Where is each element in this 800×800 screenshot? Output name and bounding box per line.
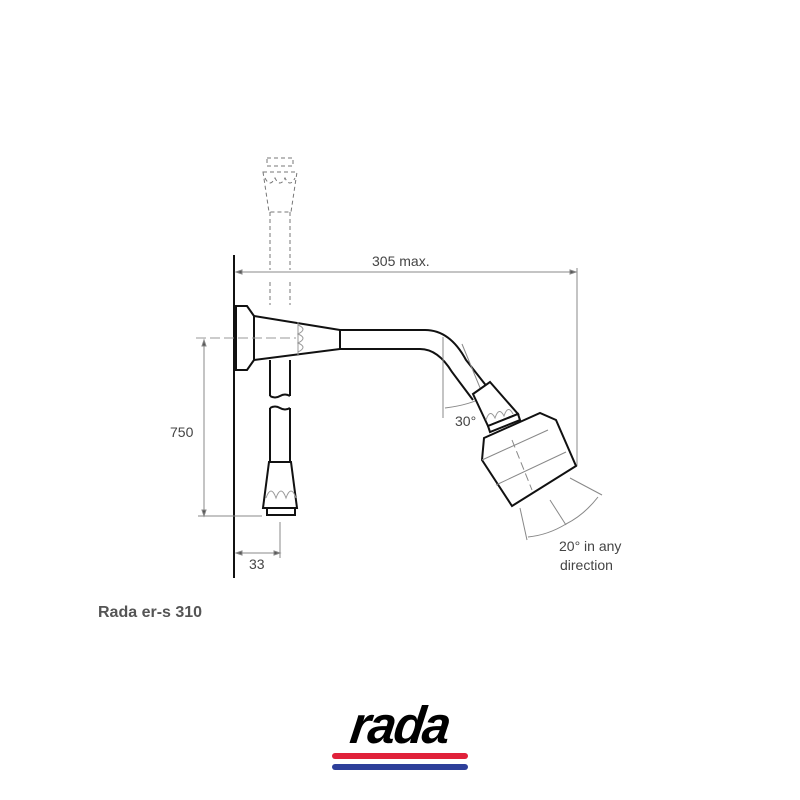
shower-arm xyxy=(340,329,489,401)
hose xyxy=(269,360,291,462)
offset-label: 33 xyxy=(249,556,265,572)
height-label: 750 xyxy=(170,424,194,440)
offset-dimension xyxy=(234,522,282,558)
logo-blue-stripe xyxy=(332,764,468,770)
dashed-hose-outline xyxy=(262,157,298,305)
logo-red-stripe xyxy=(332,753,468,759)
rada-logo: rada xyxy=(330,696,470,775)
tilt-angle-label: 30° xyxy=(455,413,476,429)
hose-connector xyxy=(261,461,299,516)
width-label: 305 max. xyxy=(372,253,430,269)
swivel-label-line1: 20° in any xyxy=(559,538,621,554)
swivel-label-line2: direction xyxy=(560,557,613,573)
shower-head-neck xyxy=(471,380,522,434)
height-dimension xyxy=(198,338,262,518)
width-dimension xyxy=(234,268,578,466)
logo-wordmark: rada xyxy=(347,695,453,755)
swivel-angle-indicator xyxy=(519,477,603,541)
product-title: Rada er-s 310 xyxy=(98,604,203,621)
